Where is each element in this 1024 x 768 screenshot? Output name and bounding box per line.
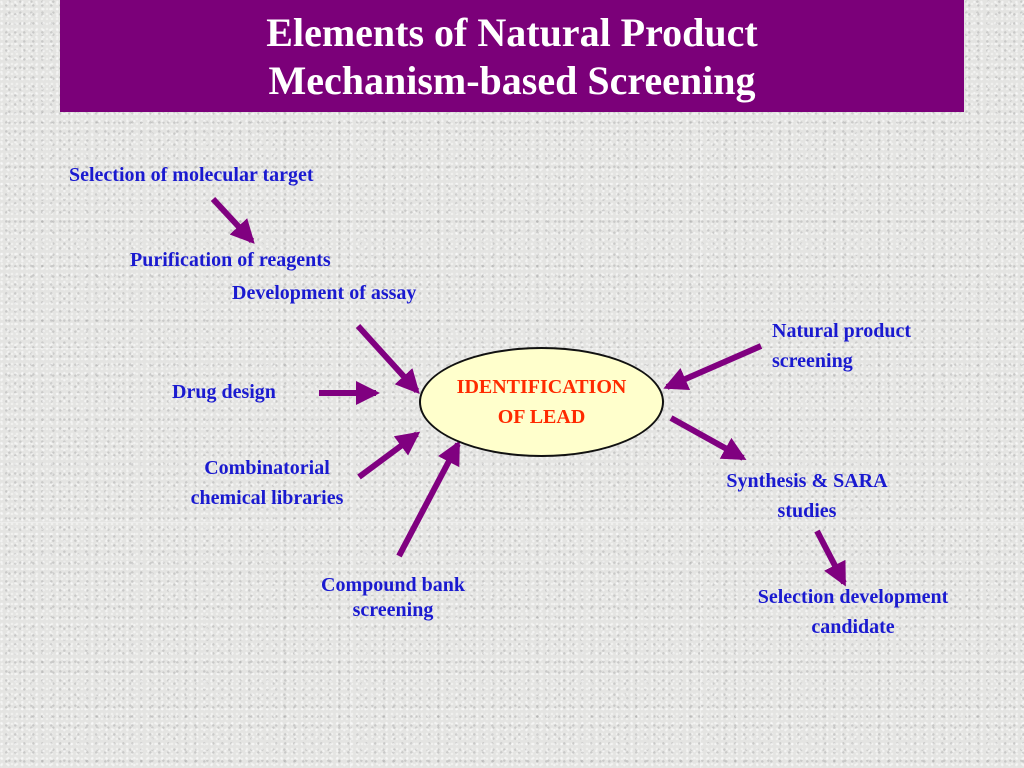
- label-compound-bank-line-2: screening: [352, 599, 434, 621]
- center-label-line-1: IDENTIFICATION: [456, 376, 627, 398]
- label-selection-of-molecular-target: Selection of molecular target: [69, 164, 314, 186]
- label-drug-design: Drug design: [172, 381, 276, 403]
- label-selection-dev-line-2: candidate: [811, 616, 895, 638]
- label-selection-development-candidate: Selection development candidate: [723, 582, 983, 642]
- title-line-2: Mechanism-based Screening: [268, 58, 756, 103]
- label-combinatorial-line-1: Combinatorial: [204, 457, 330, 479]
- label-purification-of-reagents: Purification of reagents: [130, 249, 331, 271]
- label-compound-bank-line-1: Compound bank: [321, 574, 465, 596]
- label-natural-product-line-1: Natural product: [772, 320, 912, 342]
- label-synthesis-sara: Synthesis & SARA studies: [697, 466, 917, 526]
- label-combinatorial-line-2: chemical libraries: [190, 487, 344, 509]
- background-seam: [350, 112, 351, 768]
- arrow-assay-to-lead: [355, 323, 420, 394]
- background-seam: [0, 522, 1024, 523]
- label-natural-product: Natural product screening: [772, 316, 911, 376]
- arrow-target-to-purification: [210, 196, 255, 244]
- arrow-compound-bank-to-lead: [396, 440, 461, 558]
- background-seam: [700, 112, 701, 768]
- arrow-natural-product-to-lead: [663, 343, 763, 391]
- label-selection-dev-line-1: Selection development: [757, 586, 949, 608]
- label-synthesis-line-1: Synthesis & SARA: [726, 470, 888, 492]
- center-label-line-2: OF LEAD: [497, 406, 586, 428]
- label-natural-product-line-2: screening: [772, 350, 853, 372]
- arrow-synthesis-to-candidate: [814, 529, 847, 587]
- label-synthesis-line-2: studies: [777, 500, 837, 522]
- label-compound-bank: Compound bank screening: [293, 573, 493, 623]
- label-combinatorial: Combinatorial chemical libraries: [160, 453, 374, 513]
- arrow-combinatorial-to-lead: [357, 431, 421, 480]
- title-line-1: Elements of Natural Product: [266, 10, 758, 55]
- arrow-lead-to-synthesis: [669, 415, 747, 461]
- title-banner: Elements of Natural Product Mechanism-ba…: [60, 0, 964, 112]
- label-development-of-assay: Development of assay: [232, 282, 417, 304]
- identification-of-lead-node: IDENTIFICATION OF LEAD: [419, 347, 664, 457]
